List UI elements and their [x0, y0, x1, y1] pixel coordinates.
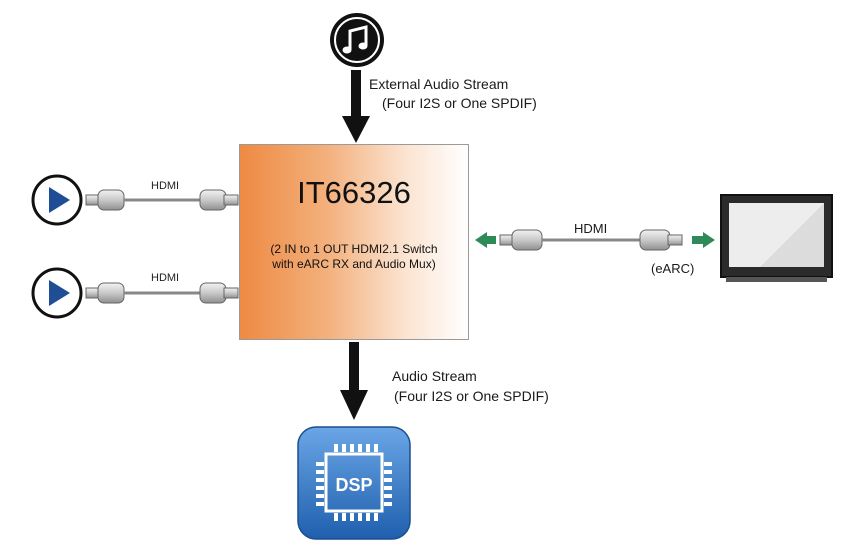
dsp-label: DSP — [335, 475, 372, 495]
external-audio-arrow — [342, 70, 370, 143]
it66326-chip-block: IT66326 (2 IN to 1 OUT HDMI2.1 Switch wi… — [239, 144, 469, 340]
hdmi-cable-input-2 — [85, 282, 239, 304]
chip-name: IT66326 — [297, 175, 411, 210]
earc-arrow-right — [692, 232, 715, 248]
tv-icon — [720, 194, 833, 282]
chip-description-line1: (2 IN to 1 OUT HDMI2.1 Switch — [270, 242, 438, 256]
hdmi-output-label: HDMI — [574, 221, 608, 236]
hdmi-cable-input-1 — [85, 189, 239, 211]
audio-stream-label-line1: Audio Stream — [392, 368, 477, 384]
play-icon — [31, 267, 83, 319]
audio-stream-label-line2: (Four I2S or One SPDIF) — [394, 388, 549, 404]
chip-description: (2 IN to 1 OUT HDMI2.1 Switch with eARC … — [240, 242, 468, 272]
external-audio-label-line1: External Audio Stream — [369, 76, 509, 92]
hdmi-input-2-label: HDMI — [151, 272, 180, 284]
music-note-icon — [330, 13, 384, 67]
audio-out-arrow — [340, 342, 368, 420]
play-icon — [31, 174, 83, 226]
hdmi-cable-output — [475, 229, 715, 251]
earc-arrow-left — [475, 232, 496, 248]
dsp-chip-icon: DSP — [297, 426, 411, 540]
hdmi-input-1-label: HDMI — [151, 180, 180, 192]
chip-description-line2: with eARC RX and Audio Mux) — [272, 257, 436, 271]
earc-label: (eARC) — [651, 261, 695, 276]
external-audio-label-line2: (Four I2S or One SPDIF) — [382, 95, 537, 111]
